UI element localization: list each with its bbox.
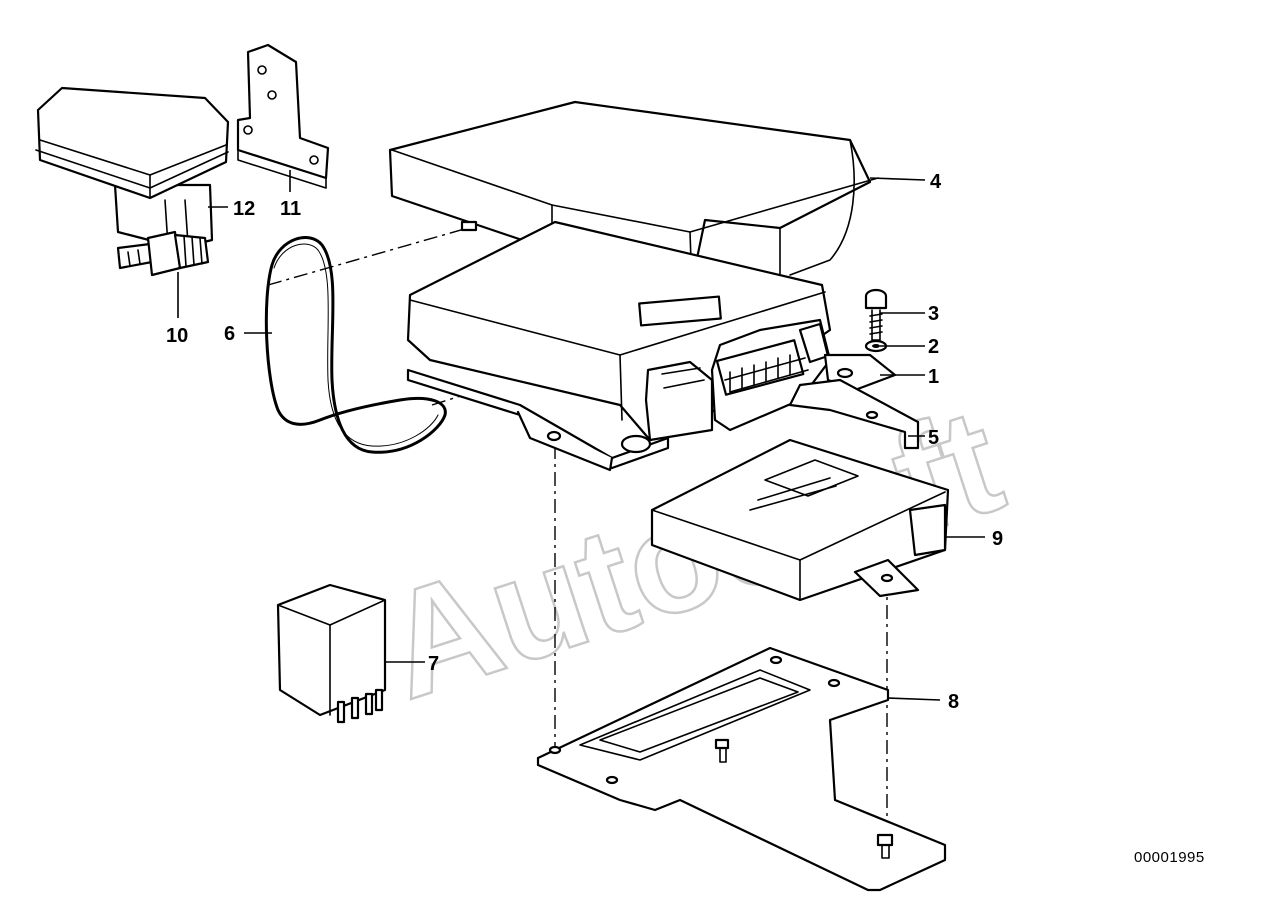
callout-5: 5 xyxy=(928,427,939,449)
callout-1: 1 xyxy=(928,366,939,388)
control-unit xyxy=(406,220,832,472)
part-3-screw xyxy=(864,288,888,341)
leader-lines xyxy=(177,170,985,701)
callout-12: 12 xyxy=(233,198,255,220)
part-10-sensor-switch xyxy=(116,230,210,277)
part-6-cable-loop xyxy=(264,236,447,454)
callout-4: 4 xyxy=(930,171,942,193)
callout-2: 2 xyxy=(928,336,939,358)
callout-3: 3 xyxy=(928,303,939,325)
callout-6: 6 xyxy=(224,323,235,345)
callout-10: 10 xyxy=(166,325,188,347)
callout-9: 9 xyxy=(992,528,1003,550)
part-11-bracket xyxy=(236,43,330,189)
part-5-bracket xyxy=(788,378,920,450)
part-12-relay-cover xyxy=(35,86,230,250)
part-7-relay xyxy=(276,583,387,724)
callout-8: 8 xyxy=(948,691,959,713)
diagram-id: 00001995 xyxy=(1134,849,1205,866)
part-9-control-module xyxy=(650,438,950,602)
callout-11: 11 xyxy=(280,198,301,220)
part-8-base-plate xyxy=(536,646,947,892)
callout-7: 7 xyxy=(428,653,439,675)
